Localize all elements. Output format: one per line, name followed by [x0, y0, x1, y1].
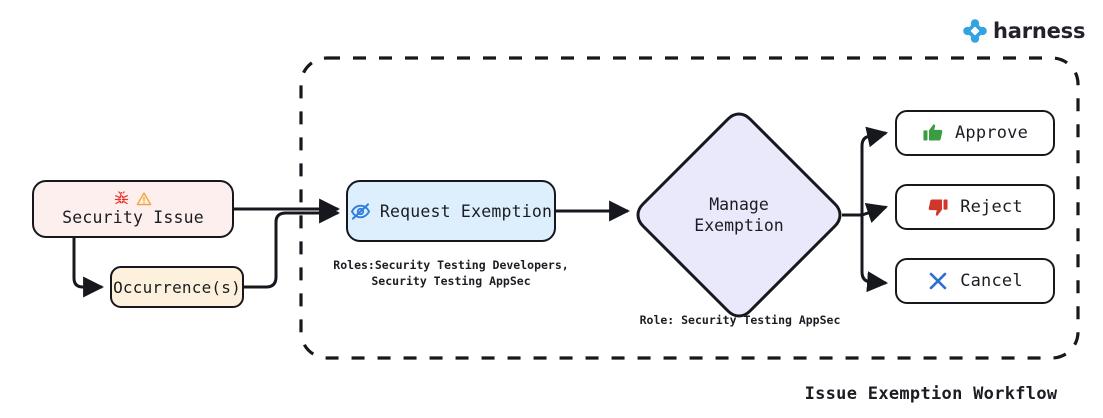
manage-exemption-diamond-shape	[636, 112, 842, 318]
node-cancel[interactable]: Cancel	[895, 258, 1055, 304]
bug-icon	[114, 191, 129, 205]
caption-manage-exemption-role: Role: Security Testing AppSec	[639, 313, 841, 327]
edge-manage-to-reject	[861, 203, 888, 223]
workflow-title: Issue Exemption Workflow	[804, 384, 1058, 404]
edge-security-issue-to-occurrences	[72, 238, 105, 298]
x-mark-icon	[929, 272, 947, 290]
workflow-dashed-container	[299, 56, 1080, 360]
manage-exemption-label-line2: Exemption	[694, 216, 784, 235]
eye-off-icon	[350, 202, 370, 220]
caption-request-exemption-roles: Roles:Security Testing Developers, Secur…	[333, 258, 569, 288]
harness-logo-icon	[963, 19, 987, 43]
security-issue-icon-row	[114, 190, 152, 207]
occurrences-label: Occurrence(s)	[113, 277, 241, 297]
edge-occurrences-to-request	[244, 202, 341, 289]
node-occurrences[interactable]: Occurrence(s)	[110, 266, 244, 308]
cancel-label: Cancel	[960, 271, 1023, 291]
manage-exemption-label-line1: Manage	[709, 194, 769, 214]
edge-manage-to-cancel	[860, 215, 889, 293]
node-approve[interactable]: Approve	[895, 110, 1055, 156]
thumbs-up-icon	[923, 124, 943, 141]
node-security-issue[interactable]: Security Issue	[32, 180, 234, 238]
manage-exemption-label-group: Manage Exemption	[636, 112, 842, 318]
security-issue-label: Security Issue	[62, 208, 204, 227]
brand-name: harness	[993, 18, 1086, 43]
request-exemption-label: Request Exemption	[379, 201, 553, 221]
thumbs-down-icon	[928, 199, 948, 216]
edge-manage-to-approve	[860, 126, 889, 215]
node-manage-exemption[interactable]: Manage Exemption	[636, 112, 842, 318]
brand-logo: harness	[962, 18, 1085, 44]
approve-label: Approve	[954, 123, 1029, 143]
reject-label: Reject	[960, 197, 1023, 217]
warning-triangle-icon	[136, 191, 152, 205]
node-reject[interactable]: Reject	[895, 184, 1055, 230]
node-request-exemption[interactable]: Request Exemption	[346, 180, 556, 242]
